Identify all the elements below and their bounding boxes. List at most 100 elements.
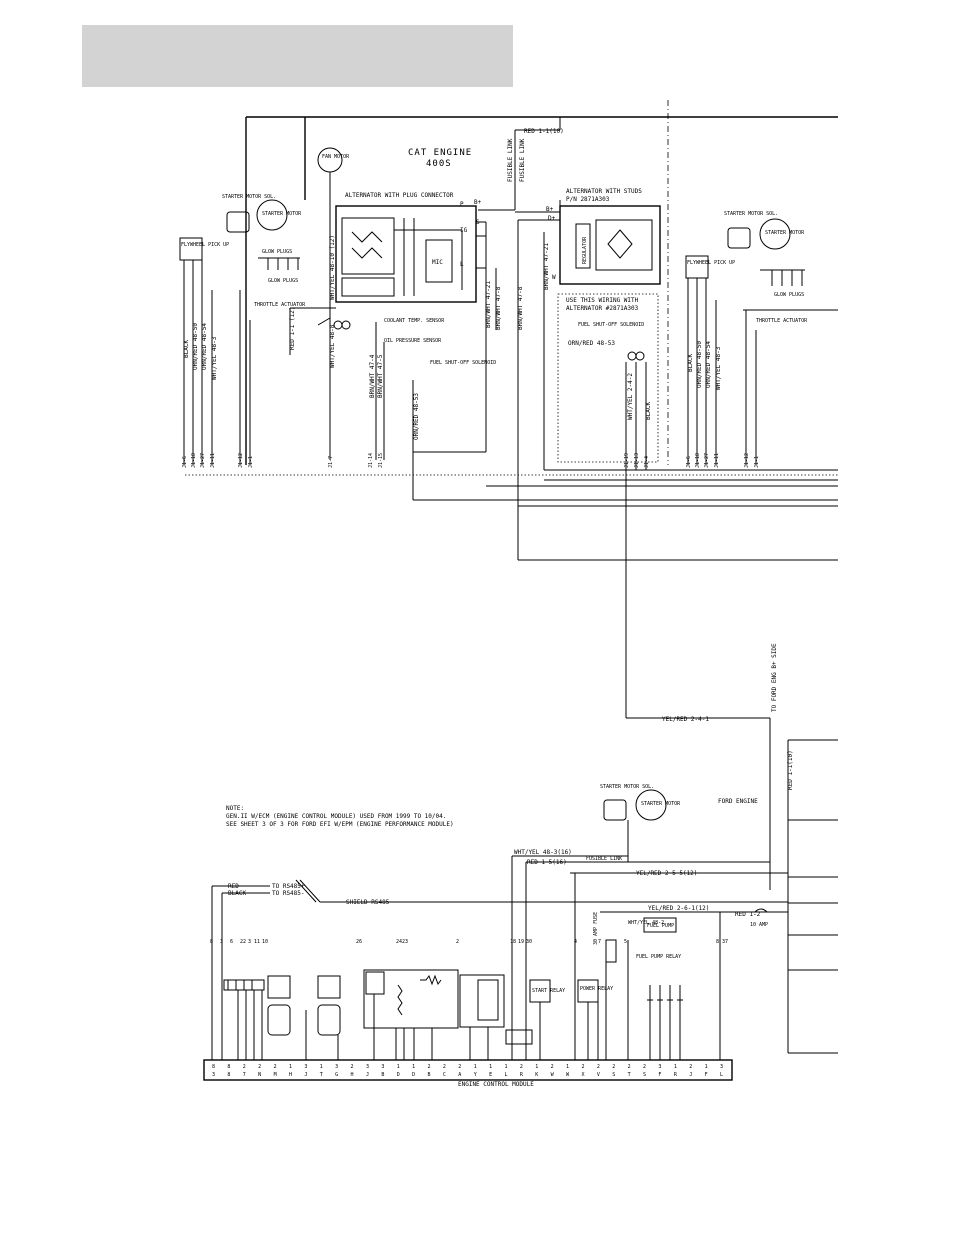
ecm-pin-letter: A: [458, 1072, 461, 1078]
regulator-label: REGULATOR: [582, 236, 588, 264]
ford-wire-wht-yel: WHT/YEL 48-3(16): [514, 849, 572, 856]
ecm-pin-number: 2: [689, 1064, 692, 1070]
ecm-top-number: 4: [574, 939, 577, 945]
fuel-shutoff-solenoid-label-2: FUEL SHUT-OFF SOLENOID: [578, 322, 644, 328]
svg-text:J1-18: J1-18: [191, 453, 197, 468]
ecm-pin-letter: Y: [474, 1072, 477, 1078]
wire-label-wht-yel-48-3-left: WHT/YEL 48-3: [211, 336, 218, 380]
fan-motor-label: FAN MOTOR: [322, 154, 350, 160]
ford-starter-motor-label: STARTER MOTOR: [641, 801, 681, 807]
ecm-pin-letter: J: [366, 1072, 369, 1078]
wire-label-brn-wht-47-8-studs: BRN/WHT 47-8: [517, 286, 524, 330]
ecm-pin-letter: H: [351, 1072, 354, 1078]
ford-to-rs485-plus: TO RS485+: [272, 883, 305, 890]
ford-fuel-pump-relay-label: FUEL PUMP RELAY: [636, 954, 681, 960]
starter-motor-sol-label-left: STARTER MOTOR SOL.: [222, 194, 276, 200]
ecm-pin-number: 3: [381, 1064, 384, 1070]
glow-plugs-label: GLOW PLUGS: [262, 249, 292, 255]
svg-text:J1-15: J1-15: [378, 453, 384, 468]
ecm-pin-letter: R: [520, 1072, 524, 1078]
svg-text:J1-6: J1-6: [686, 456, 692, 468]
ecm-pin-letter: E: [489, 1072, 492, 1078]
svg-text:J1-13: J1-13: [634, 453, 640, 468]
ford-10-amp-label: 10 AMP: [750, 922, 768, 928]
ecm-pin-number: 2: [597, 1064, 600, 1070]
flywheel-pickup-label-right: FLYWHEEL PICK UP: [687, 260, 735, 266]
ecm-pin-number: 1: [674, 1064, 677, 1070]
ford-wire-yel-red-2-5-5: YEL/RED 2-5-5(12): [636, 870, 697, 877]
ecm-pin-number: 1: [320, 1064, 323, 1070]
ford-wht-yel-tag: WHT/YEL 48-2: [628, 920, 664, 926]
mic-label: MIC: [432, 259, 443, 266]
ecm-pin-number: 2: [643, 1064, 646, 1070]
ecm-top-number: 6: [230, 939, 233, 945]
ecm-pin-letter: F: [658, 1072, 661, 1078]
ecm-pin-number: 2: [351, 1064, 354, 1070]
ecm-top-number: 11: [254, 939, 260, 945]
wire-label-black-left: BLACK: [183, 340, 190, 358]
ecm-pin-number: 1: [397, 1064, 400, 1070]
ford-starter-motor-icon: [635, 789, 667, 821]
to-ford-b-plus-label: TO FORD ENG B+ SIDE: [771, 643, 778, 712]
ecm-pin-number: 8: [227, 1064, 230, 1070]
terminal-p: P: [460, 201, 464, 208]
ford-note-line1: NOTE:: [226, 805, 244, 812]
glow-plugs-label-2: GLOW PLUGS: [268, 278, 298, 284]
oil-pressure-sensor-label: OIL PRESSURE SENSOR: [384, 338, 442, 344]
stud-terminal-d-plus: D+: [548, 215, 556, 222]
ford-fuel-pump-label: FUEL PUMP: [647, 923, 674, 929]
wire-label-orn-red-48-53: ORN/RED 48-53: [413, 393, 420, 440]
wire-label-black-right: BLACK: [687, 354, 694, 372]
ford-fusible-link: FUSIBLE LINK: [586, 856, 622, 862]
ecm-pin-letter: H: [289, 1072, 292, 1078]
terminal-b-plus: B+: [474, 199, 482, 206]
starter-motor-icon-right: [759, 218, 791, 250]
stud-terminal-w: W: [552, 274, 556, 281]
throttle-actuator-label: THROTTLE ACTUATOR: [254, 302, 306, 308]
ecm-pin-number: 1: [705, 1064, 708, 1070]
fusible-link-1: FUSIBLE LINK: [507, 138, 514, 182]
starter-motor-label-right: STARTER MOTOR: [765, 230, 805, 236]
header-bar: [82, 25, 513, 87]
ford-power-relay-label: POWER RELAY: [580, 986, 613, 992]
ecm-pin-number: 3: [335, 1064, 338, 1070]
ecm-pin-number: 2: [258, 1064, 261, 1070]
ecm-top-number: 19: [518, 939, 524, 945]
alternator-plug-label: ALTERNATOR WITH PLUG CONNECTOR: [345, 192, 454, 199]
wire-label-wht-yel-48-8: WHT/YEL 48-8: [329, 324, 336, 368]
flywheel-pickup-label: FLYWHEEL PICK UP: [181, 242, 229, 248]
ecm-pin-letter: M: [274, 1072, 277, 1078]
ecm-pin-letter: F: [705, 1072, 708, 1078]
wire-label-orn-red-48-50-left: ORN/RED 48-50: [192, 323, 199, 370]
ford-note-line2: GEN.II W/ECM (ENGINE CONTROL MODULE) USE…: [226, 813, 446, 820]
ecm-pin-number: 2: [520, 1064, 523, 1070]
ecm-pin-letter: C: [443, 1072, 446, 1078]
ecm-top-number: 7: [598, 939, 601, 945]
ford-wire-red-1-5: RED 1-5(16): [527, 859, 567, 866]
wire-label-wht-yel-48-10: WHT/YEL 48-10 (12): [329, 235, 336, 300]
ecm-pin-number: 2: [581, 1064, 584, 1070]
ecm-label: ENGINE CONTROL MODULE: [458, 1081, 534, 1088]
ecm-pin-letter: L: [504, 1072, 507, 1078]
ford-wire-yel-red-2-6-1: YEL/RED 2-6-1(12): [648, 905, 709, 912]
ecm-pin-letter: D: [397, 1072, 400, 1078]
ecm-pin-number: 2: [628, 1064, 631, 1070]
ecm-top-number: 8: [716, 939, 719, 945]
ecm-pin-letter: B: [428, 1072, 431, 1078]
ecm-pin-letter: W: [566, 1072, 570, 1078]
ford-start-relay-label: START RELAY: [532, 988, 565, 994]
wire-label-black-mid: BLACK: [645, 402, 652, 420]
ecm-pin-letter: W: [551, 1072, 555, 1078]
wire-label-wht-yel-2-4-2: WHT/YEL 2-4-2: [627, 373, 634, 420]
ecm-pin-number: 1: [535, 1064, 538, 1070]
ecm-pin-number: 1: [474, 1064, 477, 1070]
wire-label-orn-red-48-54-left: ORN/RED 48-54: [201, 323, 208, 370]
ecm-pin-number: 1: [566, 1064, 569, 1070]
engine-control-module-strip: [203, 1059, 733, 1081]
fan-motor-icon: [317, 147, 343, 173]
ecm-pin-letter: D: [412, 1072, 415, 1078]
cat-engine-title: CAT ENGINE: [408, 148, 472, 158]
ford-engine-label: FORD ENGINE: [718, 798, 758, 805]
